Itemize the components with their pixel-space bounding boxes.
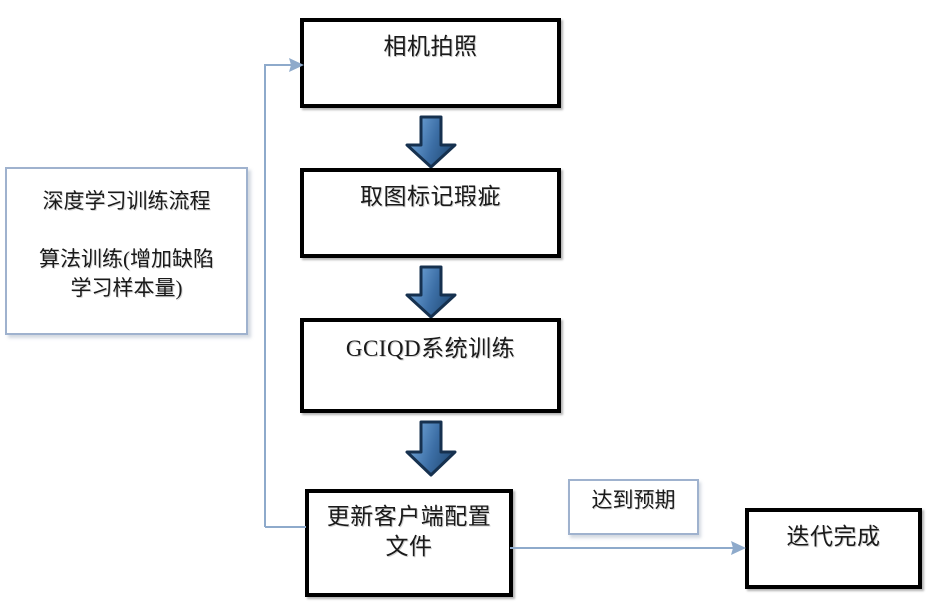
node-iteration-complete-label: 迭代完成 [786,524,881,549]
deep-learning-training-process-note: 深度学习训练流程 算法训练(增加缺陷 学习样本量) [5,167,248,335]
node-update-client-config-file-label: 更新客户端配置 文件 [326,504,492,559]
edge-label-meets-expectation: 达到预期 [568,479,699,535]
node-gciqd-system-training-label: GCIQD系统训练 [345,336,516,361]
arrow-camera-to-mark [403,115,459,170]
node-capture-mark-defects-label: 取图标记瑕疵 [360,184,501,209]
node-camera-capture[interactable]: 相机拍照 [300,18,561,108]
note-line-algorithm: 算法训练(增加缺陷 [39,247,214,271]
arrow-gciqd-to-update [403,420,459,478]
node-capture-mark-defects[interactable]: 取图标记瑕疵 [300,168,561,258]
note-line-title: 深度学习训练流程 [42,189,211,213]
arrow-update-to-iteration-complete [510,534,750,564]
note-line-samples: 学习样本量) [70,276,183,300]
node-update-client-config-file[interactable]: 更新客户端配置 文件 [305,489,513,597]
feedback-loop-update-to-camera [258,55,318,540]
arrow-mark-to-gciqd [403,265,459,320]
node-gciqd-system-training[interactable]: GCIQD系统训练 [300,318,561,413]
node-camera-capture-label: 相机拍照 [383,34,478,59]
node-iteration-complete[interactable]: 迭代完成 [745,508,922,589]
edge-label-meets-expectation-text: 达到预期 [591,488,676,512]
